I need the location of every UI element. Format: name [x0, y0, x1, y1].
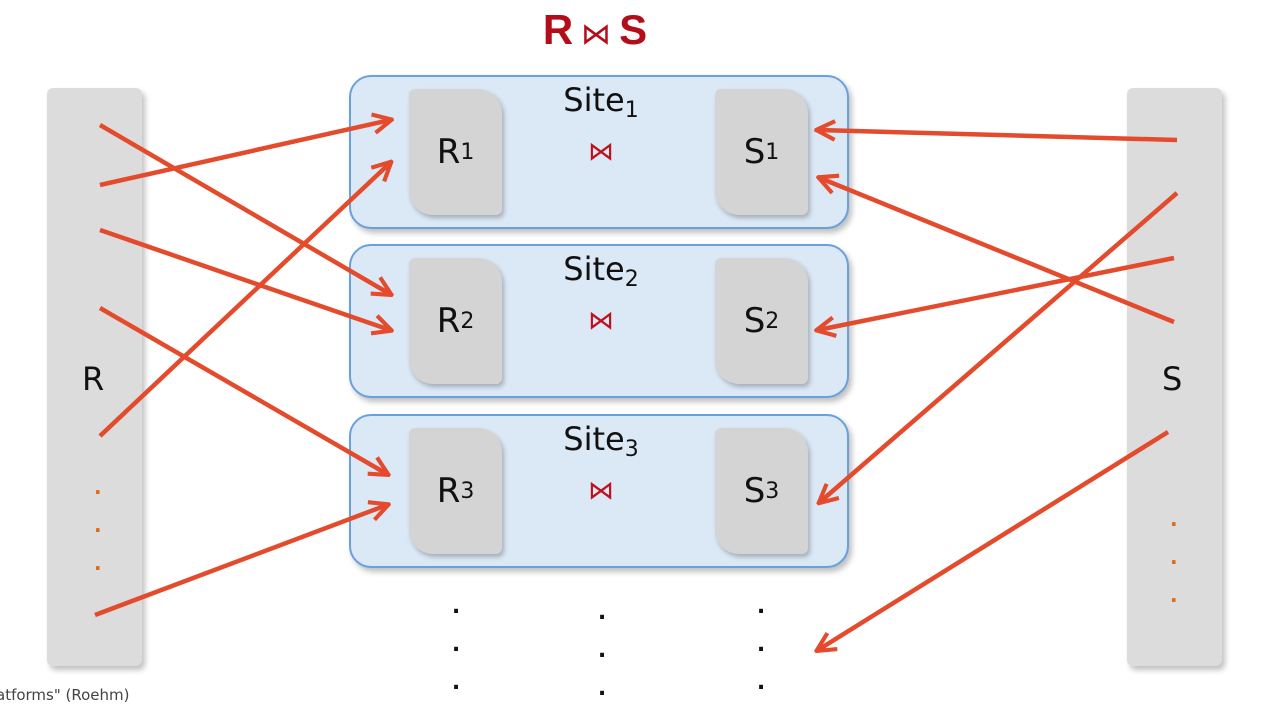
arrow-s-to-s1-b — [820, 178, 1175, 325]
site-2-join-symbol: ⋈ — [588, 306, 614, 336]
source-caption: atforms" (Roehm) — [0, 686, 130, 704]
more-sites-ellipsis-center: ... — [597, 600, 607, 701]
title-join-symbol: ⋈ — [581, 17, 612, 52]
arrow-r-to-r2-b — [99, 227, 390, 330]
arrow-s-to-s2 — [818, 255, 1175, 330]
relation-s-label: S — [1162, 360, 1183, 398]
title-left: R — [542, 6, 574, 53]
site-3-label: Site3 — [563, 420, 639, 462]
site-3-join-symbol: ⋈ — [588, 476, 614, 506]
arrow-s-to-s1-a — [818, 130, 1178, 143]
title-right: S — [619, 6, 648, 53]
arrow-s-to-s3 — [820, 191, 1179, 502]
relation-r-label: R — [82, 360, 105, 398]
relation-r-ellipsis: ... — [94, 475, 102, 575]
arrow-r-to-r1-a — [99, 120, 390, 188]
relation-s-ellipsis: ... — [1170, 507, 1178, 607]
arrow-r-to-r1-b — [98, 163, 390, 438]
more-sites-ellipsis-right: ... — [756, 594, 766, 695]
arrow-s-to-more — [818, 430, 1170, 650]
site-2-label: Site2 — [563, 250, 639, 292]
site-1-join-symbol: ⋈ — [588, 137, 614, 167]
diagram-title: R⋈S — [0, 6, 1190, 54]
more-sites-ellipsis-left: ... — [451, 594, 461, 695]
arrow-r-to-r2-a — [98, 123, 390, 294]
site-1-label: Site1 — [563, 81, 639, 123]
arrow-r-to-r3-a — [98, 306, 387, 474]
